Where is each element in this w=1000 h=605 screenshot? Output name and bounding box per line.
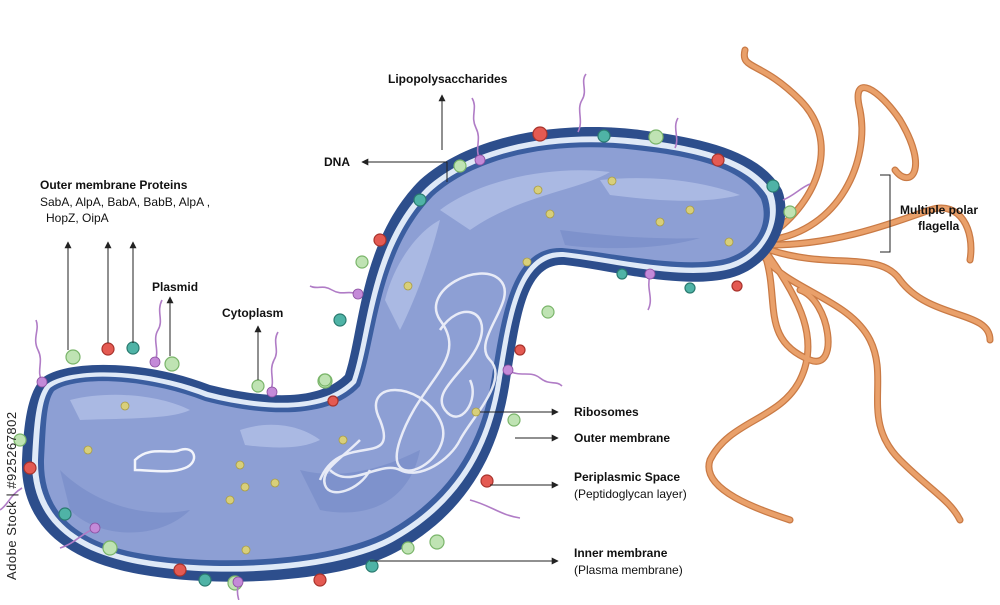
label-multiple-polar-line1: Multiple polar <box>900 203 978 217</box>
label-outer-membrane-proteins: Outer membrane Proteins <box>40 178 188 192</box>
label-periplasmic-space: Periplasmic Space <box>574 470 681 484</box>
plasmid-shape <box>133 447 196 473</box>
flagella <box>705 46 994 524</box>
label-peptidoglycan-layer: (Peptidoglycan layer) <box>574 487 687 501</box>
label-plasmid: Plasmid <box>152 280 199 294</box>
ribosomes-group <box>83 176 734 555</box>
outer-membrane-proteins <box>13 126 797 591</box>
label-cytoplasm: Cytoplasm <box>222 306 284 320</box>
label-plasma-membrane: (Plasma membrane) <box>574 563 683 577</box>
dna-strand <box>318 272 507 494</box>
label-dna: DNA <box>324 155 350 169</box>
label-flagella-line2: flagella <box>918 219 960 233</box>
cytoplasm <box>43 147 764 561</box>
lps-anchors <box>36 154 656 588</box>
watermark-text: Adobe Stock | #925267802 <box>4 411 19 580</box>
label-outer-membrane: Outer membrane <box>574 431 671 445</box>
label-omp-list-line2: HopZ, OipA <box>46 211 109 225</box>
leader-lines <box>64 94 891 565</box>
label-lipopolysaccharides: Lipopolysaccharides <box>388 72 508 86</box>
label-ribosomes: Ribosomes <box>574 405 639 419</box>
label-omp-list-line1: SabA, AlpA, BabA, BabB, AlpA , <box>40 195 211 209</box>
label-inner-membrane: Inner membrane <box>574 546 668 560</box>
